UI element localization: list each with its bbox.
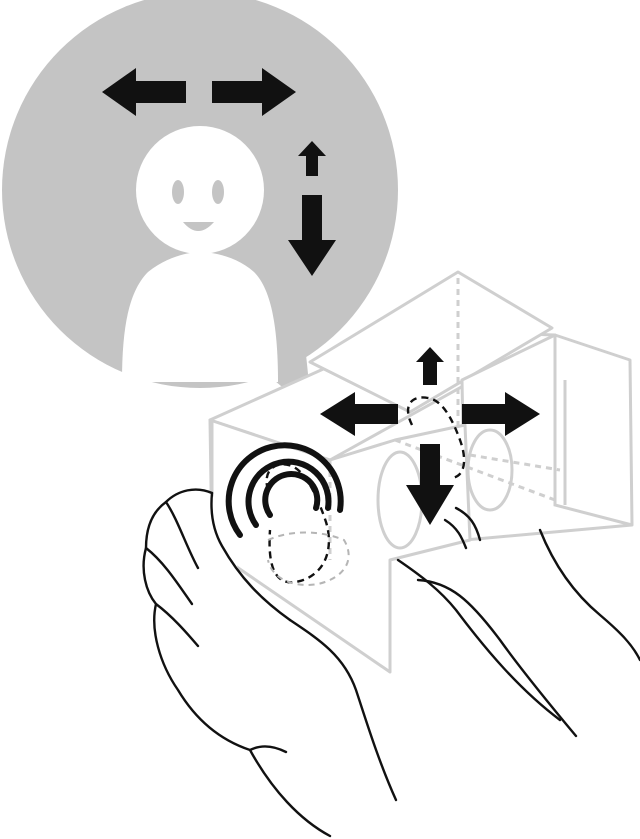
head-movement-bubble-icon — [2, 0, 398, 412]
arrow-down-icon — [288, 195, 336, 276]
hand-icon — [142, 488, 640, 838]
arrow-left-icon — [102, 68, 186, 116]
arrow-up-icon — [416, 347, 444, 385]
person-icon — [122, 126, 278, 382]
arrow-right-icon — [462, 392, 540, 436]
touch-ripple-icon — [225, 442, 344, 538]
arrow-down-icon — [406, 444, 454, 525]
arrow-left-icon — [320, 392, 398, 436]
arrow-right-icon — [212, 68, 296, 116]
arrow-up-icon — [298, 141, 326, 176]
swipe-arrows — [320, 347, 540, 525]
